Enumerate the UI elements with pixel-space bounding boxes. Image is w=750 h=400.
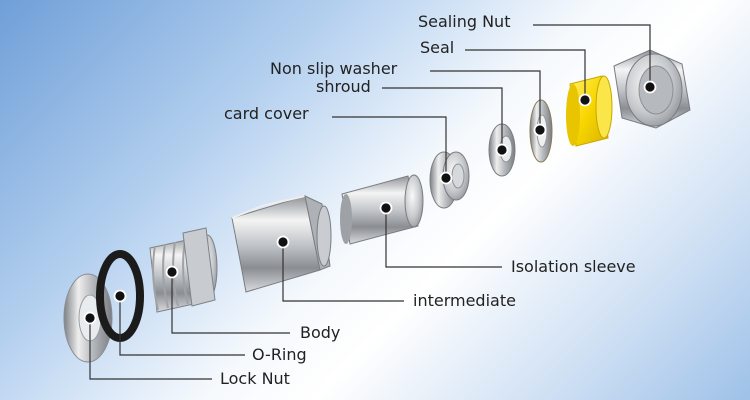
- label-shroud: shroud: [316, 77, 371, 96]
- label-isolation-sleeve: Isolation sleeve: [511, 257, 636, 276]
- leader-lines: [89, 24, 651, 380]
- label-seal: Seal: [420, 38, 455, 57]
- label-o-ring: O-Ring: [252, 345, 307, 364]
- label-lock-nut: Lock Nut: [220, 369, 290, 388]
- marker-dots: [83, 80, 657, 325]
- intermediate-part: [231, 195, 332, 293]
- label-non-slip-washer: Non slip washer: [270, 59, 398, 78]
- seal-part: [566, 75, 613, 147]
- label-intermediate: intermediate: [413, 291, 516, 310]
- label-sealing-nut: Sealing Nut: [418, 12, 511, 31]
- label-body: Body: [300, 323, 341, 342]
- label-card-cover: card cover: [224, 104, 309, 123]
- body-part: [149, 227, 218, 313]
- card-cover-part: [429, 151, 470, 209]
